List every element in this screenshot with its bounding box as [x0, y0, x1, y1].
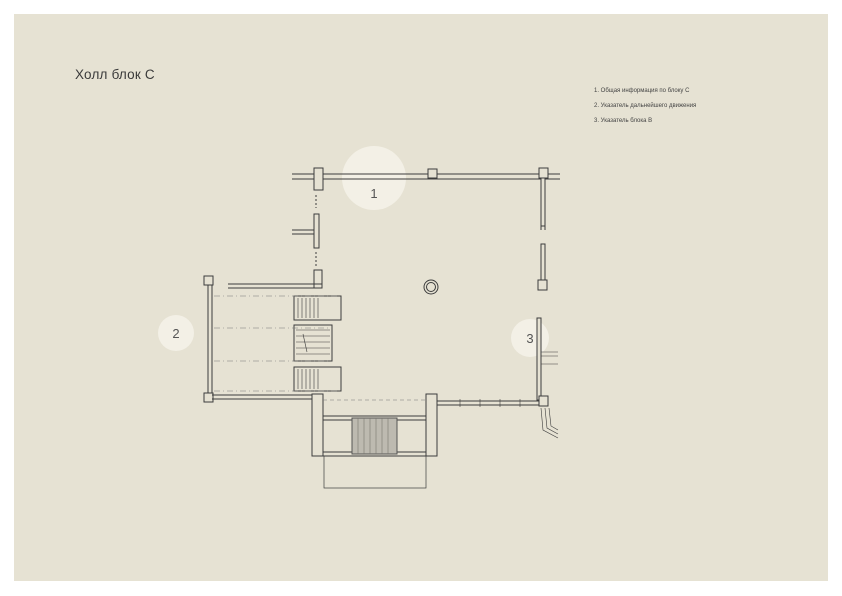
- marker-2[interactable]: 2: [158, 315, 194, 351]
- legend-item-1: 1. Общая информация по блоку С: [594, 88, 690, 94]
- marker-3-label: 3: [526, 331, 533, 346]
- legend-item-3: 3. Указатель блока В: [594, 118, 653, 124]
- page-title: Холл блок С: [75, 67, 155, 82]
- legend: 1. Общая информация по блоку С 2. Указат…: [594, 84, 696, 129]
- legend-item-2: 2. Указатель дальнейшего движения: [594, 103, 697, 109]
- plan-sheet: Холл блок С 1. Общая информация по блоку…: [14, 14, 828, 581]
- marker-3[interactable]: 3: [511, 319, 549, 357]
- marker-2-label: 2: [172, 326, 179, 341]
- walls: [203, 167, 560, 489]
- marker-1[interactable]: 1: [342, 146, 406, 210]
- marker-1-label: 1: [370, 186, 377, 201]
